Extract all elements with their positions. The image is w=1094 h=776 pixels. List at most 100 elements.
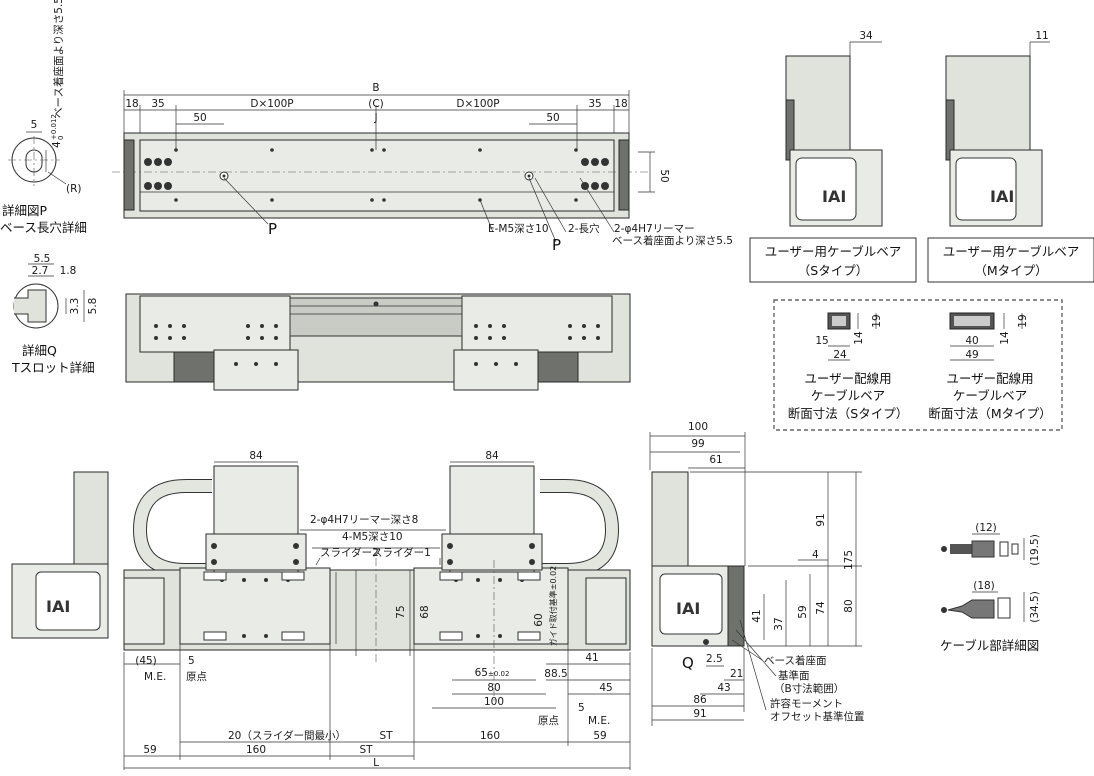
front-dim-l: L xyxy=(373,757,379,769)
detail-p-tol-sup: +0.012 xyxy=(50,114,58,140)
dim-j: J xyxy=(373,112,377,124)
side-note-seat: ベース着座面 xyxy=(764,654,826,667)
side-dim-21: 21 xyxy=(730,668,743,680)
section-s-dim-19: 19 xyxy=(871,314,883,327)
section-s-cap-1: ユーザー配線用 xyxy=(804,371,891,386)
cable-m-type: （Mタイプ） xyxy=(974,263,1047,278)
detail-p-tol: 4 xyxy=(51,141,63,148)
slider-side-view xyxy=(125,293,631,391)
front-dim-45: 45 xyxy=(599,682,612,694)
dim-c: (C) xyxy=(368,98,384,110)
front-st-upper: ST xyxy=(379,730,393,742)
dim-dx100p-right: D×100P xyxy=(456,98,499,110)
section-s-dim-15: 15 xyxy=(815,335,828,347)
section-m-cap-1: ユーザー配線用 xyxy=(946,371,1033,386)
side-dim-37: 37 xyxy=(773,617,785,630)
cable-detail-19-5: (19.5) xyxy=(1029,534,1041,566)
dim-dx100p-left: D×100P xyxy=(250,98,293,110)
section-m-dim-49: 49 xyxy=(965,349,978,361)
detail-q-dim-5-5: 5.5 xyxy=(34,253,51,265)
iai-logo-side: IAI xyxy=(676,599,700,618)
section-m-dim-14: 14 xyxy=(999,331,1011,345)
dim-50-vertical: 50 xyxy=(658,169,670,182)
side-dim-91: 91 xyxy=(815,513,827,526)
front-dim-45-paren: (45) xyxy=(135,655,157,667)
detail-q-dim-5-8: 5.8 xyxy=(87,298,99,315)
detail-q: 5.5 2.7 1.8 3.3 5.8 詳細Q Tスロット詳細 xyxy=(11,253,99,375)
section-s-cap-3: 断面寸法（Sタイプ） xyxy=(788,406,908,421)
front-dim-84-left: 84 xyxy=(249,450,263,462)
top-view: 18 35 D×100P B (C) J D×100P 35 18 50 50 … xyxy=(112,82,733,254)
label-slider-2: スライダー2 xyxy=(320,546,379,559)
front-me-right: M.E. xyxy=(588,715,610,727)
detail-p-dim-5: 5 xyxy=(31,119,38,131)
front-dim-160-left: 160 xyxy=(246,744,266,756)
dim-50-left: 50 xyxy=(193,112,206,124)
front-dim-160-right: 160 xyxy=(480,730,500,742)
front-dim-88-5: 88.5 xyxy=(544,668,567,680)
cable-detail-18: (18) xyxy=(973,580,995,592)
side-dim-80: 80 xyxy=(843,599,855,612)
section-m-cap-2: ケーブルベア xyxy=(953,388,1027,403)
detail-q-dim-3-3: 3.3 xyxy=(69,298,81,315)
front-dim-68: 68 xyxy=(419,605,431,618)
detail-p-r: (R) xyxy=(66,183,82,195)
side-view: IAI 100 99 61 91 175 4 80 74 xyxy=(649,421,865,726)
detail-q-dim-1-8: 1.8 xyxy=(60,265,77,277)
cable-bear-m-view: IAI 11 ユーザー用ケーブルベア （Mタイプ） xyxy=(927,30,1094,283)
cable-m-caption: ユーザー用ケーブルベア xyxy=(943,244,1080,259)
cable-detail-34-5: (34.5) xyxy=(1029,591,1041,623)
cable-s-type: （Sタイプ） xyxy=(798,263,868,278)
callout-slot: 2-長穴 xyxy=(568,222,600,235)
side-dim-74: 74 xyxy=(815,601,827,615)
dim-18-left: 18 xyxy=(125,98,138,110)
side-dim-86: 86 xyxy=(693,694,707,706)
side-dim-100: 100 xyxy=(688,421,708,433)
detail-p-subtitle: ベース長穴詳細 xyxy=(0,220,87,235)
detail-q-dim-2-7: 2.7 xyxy=(32,265,49,277)
callout-reamer-depth: ベース着座面より深さ5.5 xyxy=(612,234,733,247)
front-st-lower: ST xyxy=(359,744,373,756)
detail-p-tol-sub: 0 xyxy=(57,136,65,140)
side-dim-43: 43 xyxy=(717,682,730,694)
cable-detail-title: ケーブル部詳細図 xyxy=(940,638,1039,653)
detail-q-title: 詳細Q xyxy=(22,343,57,358)
detail-p: 5 4 +0.012 0 ベース着座面より深さ5.5 (R) 詳細図P ベース長… xyxy=(0,0,87,235)
callout-p-left: P xyxy=(268,220,277,238)
section-m-dim-40: 40 xyxy=(965,335,978,347)
side-note-reference: 基準面 xyxy=(778,669,810,682)
dim-35-right: 35 xyxy=(588,98,601,110)
section-m-cap-3: 断面寸法（Mタイプ） xyxy=(928,406,1051,421)
cable-detail-12: (12) xyxy=(975,522,997,534)
callout-q: Q xyxy=(682,654,694,672)
front-me-left: M.E. xyxy=(144,671,166,683)
front-origin-right: 原点 xyxy=(538,715,559,727)
side-note-moment: 許容モーメント xyxy=(770,697,843,710)
iai-logo-front: IAI xyxy=(46,597,70,616)
front-dim-65: 65±0.02 xyxy=(475,667,510,679)
dim-35-left: 35 xyxy=(151,98,164,110)
callout-p-right: P xyxy=(552,236,561,254)
side-dim-91-bottom: 91 xyxy=(693,708,706,720)
cable-s-caption: ユーザー用ケーブルベア xyxy=(765,244,902,259)
callout-reamer: 2-φ4H7リーマー xyxy=(614,223,695,235)
front-dim-75: 75 xyxy=(395,605,407,618)
front-dim-5-right: 5 xyxy=(578,702,585,714)
front-reamer-note: 2-φ4H7リーマー深さ8 xyxy=(310,514,418,526)
cable-section-box: 15 24 14 19 40 49 14 19 ユーザー配線用 ケーブルベア 断… xyxy=(773,299,1063,431)
dim-50-right: 50 xyxy=(546,112,559,124)
callout-e-m5: E-M5深さ10 xyxy=(488,223,549,235)
front-origin-left: 原点 xyxy=(186,671,207,683)
side-dim-61: 61 xyxy=(709,454,722,466)
front-dim-80: 80 xyxy=(487,682,500,694)
cable-m-dim-11: 11 xyxy=(1035,30,1048,42)
side-dim-59: 59 xyxy=(797,605,809,618)
cable-bear-s-view: IAI 34 ユーザー用ケーブルベア （Sタイプ） xyxy=(749,30,917,283)
dim-18-right: 18 xyxy=(614,98,627,110)
front-gap-note: 20（スライダー間最小） xyxy=(228,729,346,742)
front-view: IAI xyxy=(11,450,631,770)
section-s-cap-2: ケーブルベア xyxy=(811,388,885,403)
cable-detail: (12) (19.5) (18) (34.5) ケーブル部詳細図 xyxy=(940,522,1041,653)
detail-p-depth: ベース着座面より深さ5.5 xyxy=(52,0,65,118)
section-s-dim-24: 24 xyxy=(833,349,847,361)
